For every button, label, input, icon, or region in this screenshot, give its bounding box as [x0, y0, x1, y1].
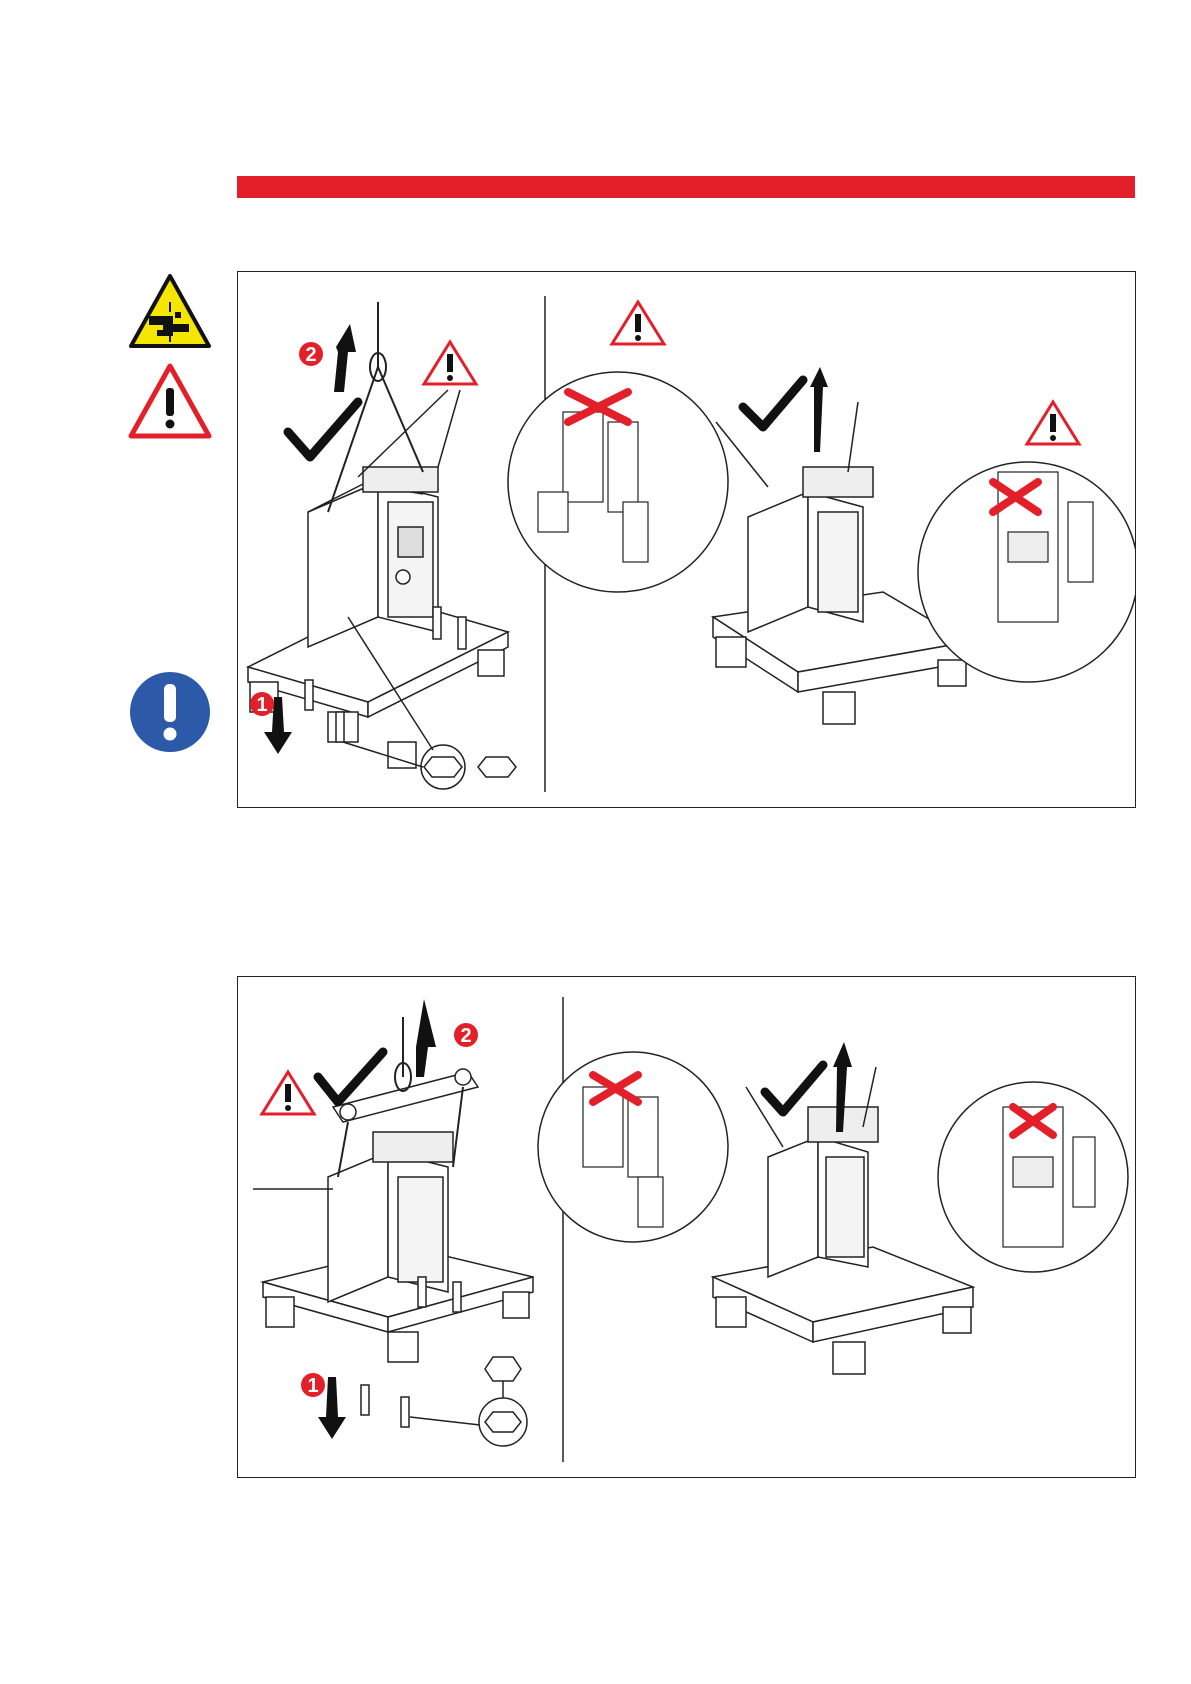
lifting-with-chains-illustration: 2 1: [238, 272, 1135, 807]
warning-triangle-icon: [262, 1072, 314, 1114]
lifting-with-chains-panel: 2 1: [237, 271, 1136, 808]
warning-triangle-icon: [424, 342, 476, 384]
step-1-number: 1: [307, 1375, 318, 1397]
step-2-number: 2: [460, 1025, 471, 1047]
lifting-with-beam-panel: 2 1: [237, 976, 1136, 1478]
warning-triangle-icon: [1027, 402, 1079, 444]
step-1-number: 1: [256, 694, 267, 716]
section-header-bar: [237, 176, 1135, 198]
mandatory-notice-icon: [128, 670, 212, 754]
lifting-with-beam-illustration: 2 1: [238, 977, 1135, 1477]
crush-hazard-icon: [127, 272, 213, 350]
warning-triangle-icon: [612, 302, 664, 344]
step-2-number: 2: [305, 344, 316, 366]
general-warning-icon: [127, 362, 213, 440]
